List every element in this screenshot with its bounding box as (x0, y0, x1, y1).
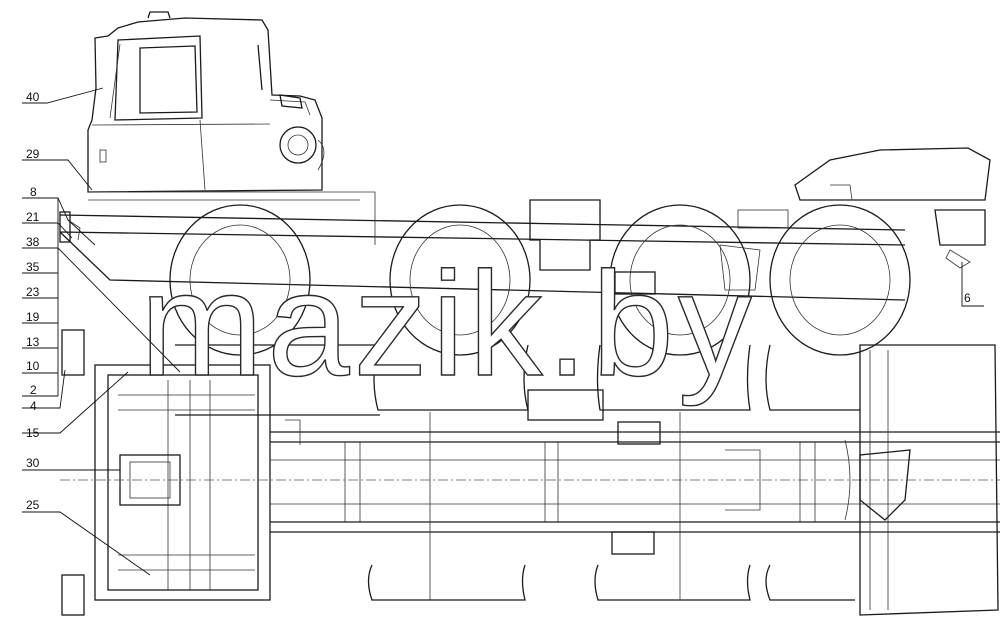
callout-38: 38 (26, 235, 40, 249)
frame-top (270, 419, 1000, 555)
callout-15: 15 (26, 426, 40, 440)
side-view (59, 11, 991, 356)
callout-4: 4 (30, 399, 37, 413)
watermark-text: mazik.by (140, 242, 756, 407)
callout-leaders (22, 87, 984, 576)
callout-labels: 40 29 8 21 38 35 23 19 13 10 2 4 15 30 2… (26, 90, 971, 512)
wheels-top (175, 344, 860, 601)
callout-40: 40 (26, 90, 40, 104)
callout-2: 2 (30, 383, 37, 397)
fifth-wheel (794, 147, 991, 269)
callout-21: 21 (26, 210, 40, 224)
cab (87, 11, 325, 193)
callout-30: 30 (26, 456, 40, 470)
callout-29: 29 (26, 147, 40, 161)
callout-35: 35 (26, 260, 40, 274)
callout-6: 6 (964, 291, 971, 305)
callout-8: 8 (30, 185, 37, 199)
callout-13: 13 (26, 335, 40, 349)
wheels-side (169, 204, 911, 356)
callout-10: 10 (26, 359, 40, 373)
top-view (60, 329, 1000, 616)
side-components (529, 199, 789, 295)
callout-25: 25 (26, 498, 40, 512)
callout-23: 23 (26, 285, 40, 299)
rear-deck-top (725, 344, 999, 616)
callout-19: 19 (26, 310, 40, 324)
